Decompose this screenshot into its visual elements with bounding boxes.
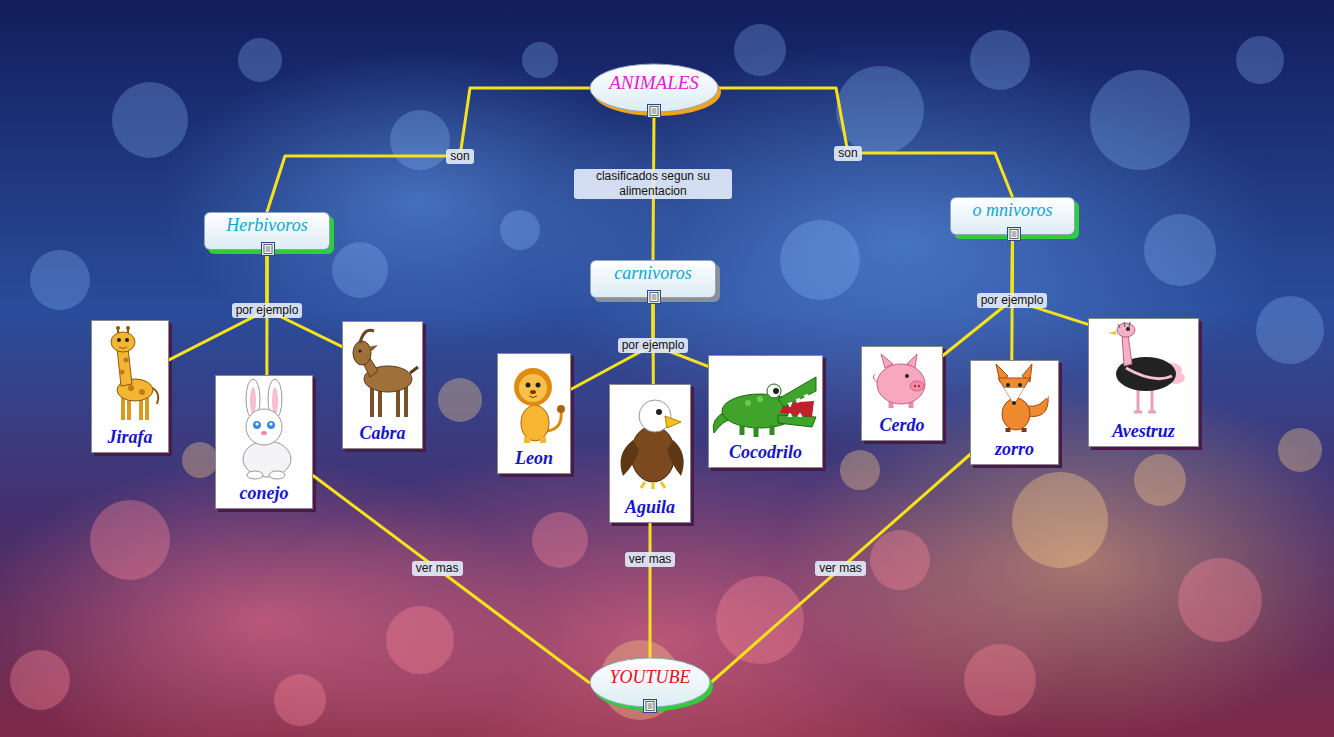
edge-label: son bbox=[834, 146, 861, 161]
ostrich-picture bbox=[1108, 322, 1185, 412]
connector bbox=[711, 455, 970, 683]
node-text: Avestruz bbox=[1112, 421, 1175, 443]
pig-picture bbox=[873, 354, 925, 408]
connector bbox=[649, 523, 652, 657]
edge-label: por ejemplo bbox=[618, 338, 689, 353]
eagle-picture bbox=[621, 400, 684, 489]
animal-card: Cerdo bbox=[861, 346, 943, 441]
category-box: carnivoros bbox=[590, 260, 716, 298]
giraffe-picture bbox=[111, 326, 158, 420]
node-text: Aguila bbox=[625, 497, 675, 519]
connector bbox=[267, 88, 589, 212]
edge-label: ver mas bbox=[625, 552, 676, 567]
node-text: Leon bbox=[515, 448, 553, 470]
document-icon bbox=[261, 242, 275, 256]
node-text: YOUTUBE bbox=[609, 667, 690, 689]
link-ellipse: YOUTUBE bbox=[589, 657, 711, 708]
node-text: o mnivoros bbox=[973, 200, 1053, 222]
edge-label: clasificados segun su alimentacion bbox=[574, 169, 732, 199]
connector bbox=[1012, 235, 1088, 324]
rabbit-picture bbox=[243, 379, 291, 479]
animal-card: Aguila bbox=[609, 384, 691, 523]
document-icon bbox=[647, 290, 661, 304]
node-text: Jirafa bbox=[108, 427, 153, 449]
node-text: Cabra bbox=[359, 423, 405, 445]
document-icon bbox=[647, 104, 661, 118]
connector bbox=[653, 298, 708, 366]
fox-picture bbox=[996, 364, 1048, 432]
animal-card: Cabra bbox=[342, 321, 423, 449]
document-icon bbox=[1007, 227, 1021, 241]
animal-card: zorro bbox=[970, 360, 1059, 465]
card-grounds bbox=[91, 318, 1202, 526]
animal-card: conejo bbox=[215, 375, 313, 509]
connector bbox=[719, 88, 1013, 197]
node-text: conejo bbox=[240, 483, 289, 505]
animal-card: Avestruz bbox=[1088, 318, 1199, 447]
concept-ellipse: ANIMALES bbox=[589, 63, 719, 113]
edge-label: ver mas bbox=[815, 561, 866, 576]
animal-card: Jirafa bbox=[91, 320, 169, 453]
node-text: carnivoros bbox=[614, 263, 691, 285]
edge-label: ver mas bbox=[412, 561, 463, 576]
node-text: Cocodrilo bbox=[729, 442, 802, 464]
connector bbox=[313, 476, 589, 683]
animal-card: Leon bbox=[497, 353, 571, 474]
category-box: o mnivoros bbox=[950, 197, 1075, 235]
document-icon bbox=[643, 699, 657, 713]
lion-picture bbox=[514, 368, 565, 443]
connector bbox=[267, 250, 342, 347]
goat-picture bbox=[353, 330, 418, 417]
node-text: Herbivoros bbox=[226, 215, 307, 237]
category-box: Herbivoros bbox=[204, 212, 330, 250]
crocodile-picture bbox=[713, 377, 816, 437]
edge-label: por ejemplo bbox=[977, 293, 1048, 308]
edge-label: son bbox=[446, 149, 473, 164]
edge-label: por ejemplo bbox=[232, 303, 303, 318]
animal-card: Cocodrilo bbox=[708, 355, 823, 468]
node-text: ANIMALES bbox=[609, 72, 699, 95]
node-text: zorro bbox=[995, 439, 1034, 461]
node-text: Cerdo bbox=[880, 415, 925, 437]
